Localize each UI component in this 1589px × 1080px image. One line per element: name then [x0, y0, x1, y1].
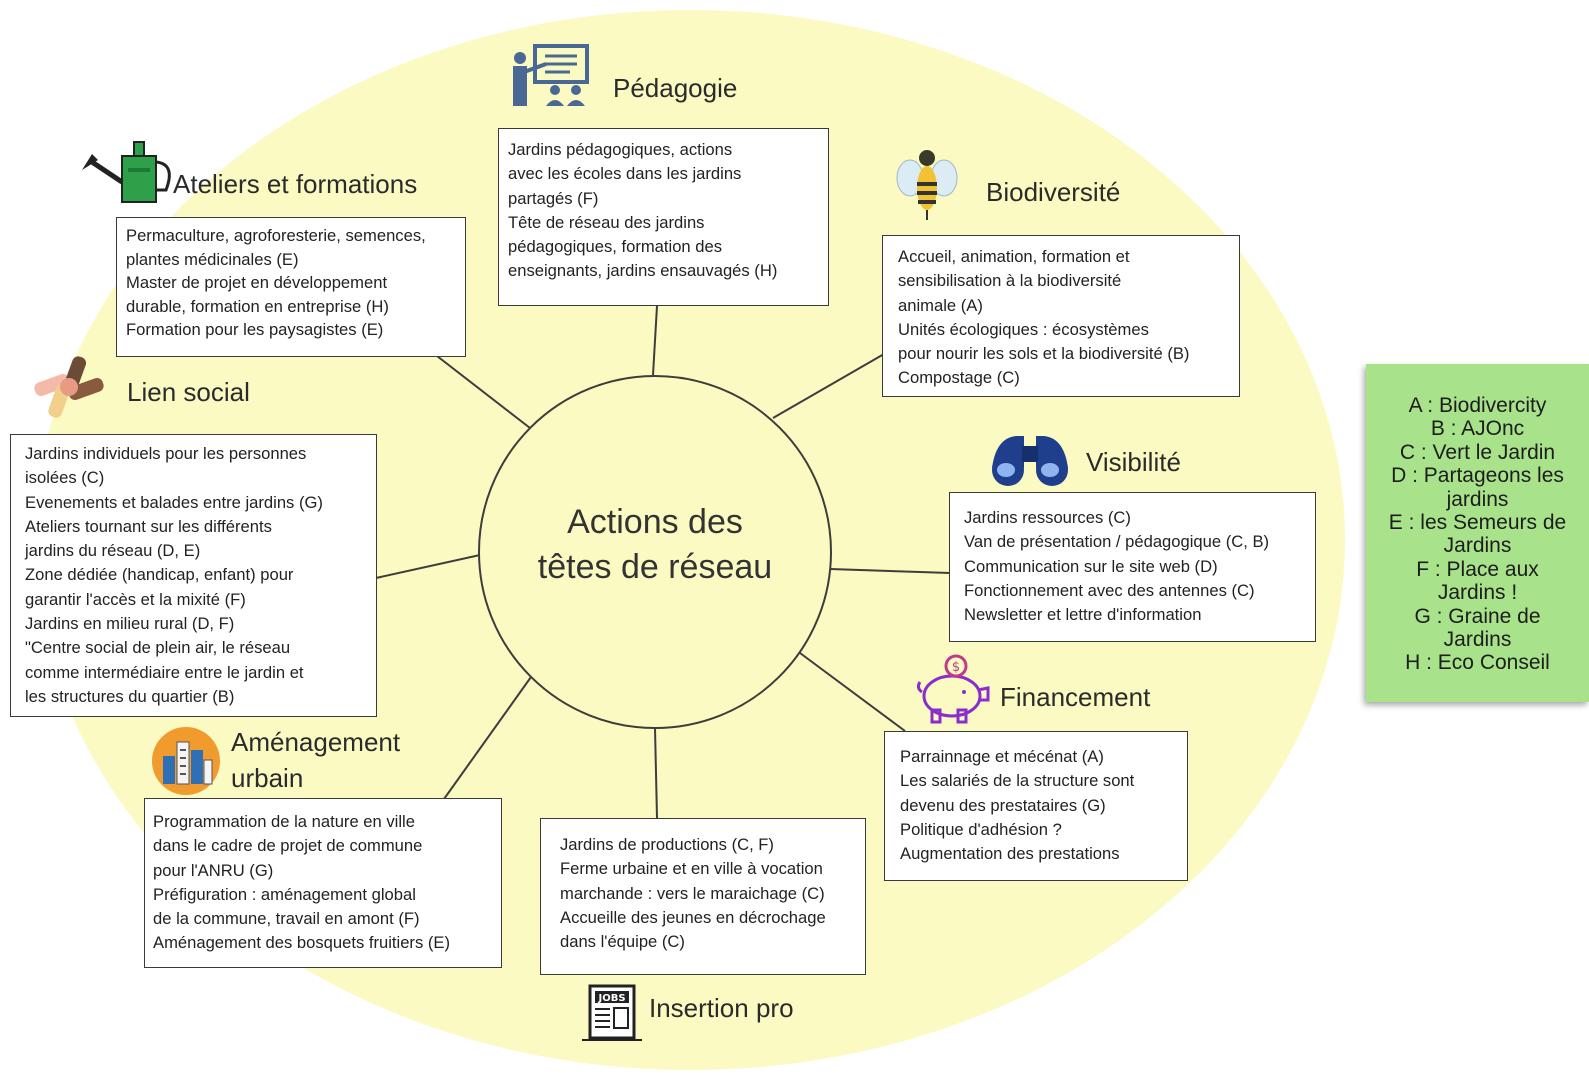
section-title-financement: Financement — [1000, 682, 1151, 712]
list-item: Politique d'adhésion ? — [900, 819, 1062, 839]
center-title-line2: têtes de réseau — [537, 548, 773, 586]
box-lien-social: Jardins individuels pour les personnes i… — [10, 434, 377, 717]
list-item: de la commune, travail en amont (F) — [153, 909, 420, 929]
connector-financement — [799, 652, 906, 732]
connector-visibilite — [829, 568, 951, 574]
list-item: "Centre social de plein air, le réseau — [25, 638, 291, 658]
watering-can-icon — [82, 141, 171, 203]
jobs-newspaper-icon: JOBS — [582, 984, 642, 1041]
list-item: dans l'équipe (C) — [560, 932, 685, 952]
list-item: avec les écoles dans les jardins — [508, 164, 742, 184]
list-item: pour l'ANRU (G) — [153, 860, 274, 880]
list-item: Jardins en milieu rural (D, F) — [25, 614, 235, 634]
box-amenagement: Programmation de la nature en ville dans… — [144, 798, 502, 968]
list-item: Tête de réseau des jardins — [508, 212, 705, 232]
legend-item: D : Partageons les jardins — [1391, 464, 1564, 511]
list-item: Préfiguration : aménagement global — [153, 884, 416, 904]
list-item: Permaculture, agroforesterie, semences, — [126, 226, 426, 245]
list-item: partagés (F) — [508, 188, 599, 208]
list-item: Accueille des jeunes en décrochage — [560, 907, 826, 927]
list-item: sensibilisation à la biodiversité — [898, 271, 1122, 291]
list-item: Formation pour les paysagistes (E) — [126, 320, 384, 339]
list-item: Fonctionnement avec des antennes (C) — [964, 580, 1255, 600]
list-item: devenu des prestataires (G) — [900, 795, 1106, 815]
connector-ateliers — [436, 355, 531, 429]
list-item: enseignants, jardins ensauvagés (H) — [508, 261, 778, 281]
section-title-lien-social: Lien social — [127, 377, 250, 407]
section-title-pedagogie: Pédagogie — [613, 73, 738, 103]
connector-pedagogie — [652, 305, 658, 376]
legend-item: E : les Semeurs de Jardins — [1388, 511, 1567, 558]
section-title-amenagement: Aménagement urbain — [231, 727, 401, 793]
list-item: Augmentation des prestations — [900, 844, 1120, 864]
list-item: Accueil, animation, formation et — [898, 247, 1130, 266]
connector-lines — [375, 305, 951, 819]
legend-item: F : Place aux Jardins ! — [1416, 557, 1539, 605]
binoculars-icon — [992, 436, 1068, 486]
list-item: pédagogiques, formation des — [508, 237, 723, 257]
list-item: Unités écologiques : écosystèmes — [898, 319, 1149, 339]
list-item: Jardins pédagogiques, actions — [508, 140, 733, 159]
box-ateliers: Permaculture, agroforesterie, semences, … — [116, 217, 466, 357]
list-item: marchande : vers le maraichage (C) — [560, 883, 825, 903]
list-item: comme intermédiaire entre le jardin et — [25, 662, 304, 682]
section-title-ateliers: Ateliers et formations — [173, 169, 418, 199]
connector-lien-social — [375, 554, 481, 579]
box-insertion: Jardins de productions (C, F) Ferme urba… — [540, 818, 866, 975]
list-item: les structures du quartier (B) — [25, 686, 235, 706]
list-item: Aménagement des bosquets fruitiers (E) — [153, 933, 450, 953]
center-circle — [478, 375, 832, 729]
list-item: Zone dédiée (handicap, enfant) pour — [25, 565, 294, 585]
list-item: Programmation de la nature en ville — [153, 812, 415, 831]
box-pedagogie: Jardins pédagogiques, actions avec les é… — [498, 128, 829, 306]
list-item: Parrainnage et mécénat (A) — [900, 747, 1104, 766]
list-item: Van de présentation / pédagogique (C, B) — [964, 532, 1270, 552]
list-item: durable, formation en entreprise (H) — [126, 296, 389, 316]
list-item: Communication sur le site web (D) — [964, 556, 1218, 576]
section-title-biodiversite: Biodiversité — [986, 177, 1121, 207]
list-item: jardins du réseau (D, E) — [25, 541, 201, 561]
legend-item: G : Graine de Jardins — [1414, 604, 1541, 652]
list-item: Jardins individuels pour les personnes — [25, 444, 307, 463]
center-title: Actions des têtes de réseau — [495, 500, 815, 590]
box-financement: Parrainnage et mécénat (A) Les salariés … — [884, 731, 1188, 881]
box-biodiversite: Accueil, animation, formation et sensibi… — [882, 235, 1240, 397]
list-item: dans le cadre de projet de commune — [153, 836, 423, 856]
list-item: Newsletter et lettre d'information — [964, 605, 1202, 625]
list-item: Les salariés de la structure sont — [900, 771, 1135, 791]
list-item: Master de projet en développement — [126, 273, 388, 292]
legend-item: C : Vert le Jardin — [1399, 440, 1556, 464]
legend-panel: A : Biodivercity B : AJOnc C : Vert le J… — [1366, 364, 1589, 702]
connector-biodiversite — [772, 353, 885, 419]
bee-icon — [896, 150, 958, 220]
city-buildings-icon — [152, 727, 220, 795]
teacher-presentation-icon — [513, 44, 589, 106]
list-item: pour nourir les sols et la biodiversité … — [898, 344, 1190, 364]
joined-hands-icon — [34, 356, 104, 418]
section-title-visibilite: Visibilité — [1086, 447, 1181, 477]
connector-insertion — [654, 727, 658, 819]
list-item: plantes médicinales (E) — [126, 249, 299, 269]
section-title-insertion: Insertion pro — [649, 993, 794, 1023]
piggy-bank-icon: $ — [916, 654, 990, 724]
legend-item: H : Eco Conseil — [1405, 651, 1550, 675]
legend-item: A : Biodivercity — [1408, 394, 1547, 417]
list-item: Evenements et balades entre jardins (G) — [25, 492, 323, 512]
center-title-line1: Actions des — [567, 503, 743, 541]
list-item: Jardins de productions (C, F) — [560, 835, 774, 854]
list-item: isolées (C) — [25, 468, 105, 488]
list-item: Jardins ressources (C) — [964, 508, 1131, 527]
svg-text:$: $ — [952, 660, 960, 675]
box-visibilite: Jardins ressources (C) Van de présentati… — [949, 492, 1316, 642]
list-item: Ateliers tournant sur les différents — [25, 516, 272, 536]
list-item: Ferme urbaine et en ville à vocation — [560, 859, 823, 879]
list-item: Compostage (C) — [898, 368, 1020, 388]
list-item: animale (A) — [898, 295, 983, 315]
legend-item: B : AJOnc — [1430, 417, 1525, 441]
svg-text:JOBS: JOBS — [597, 993, 625, 1004]
list-item: garantir l'accès et la mixité (F) — [25, 589, 246, 609]
connector-amenagement — [443, 676, 532, 800]
